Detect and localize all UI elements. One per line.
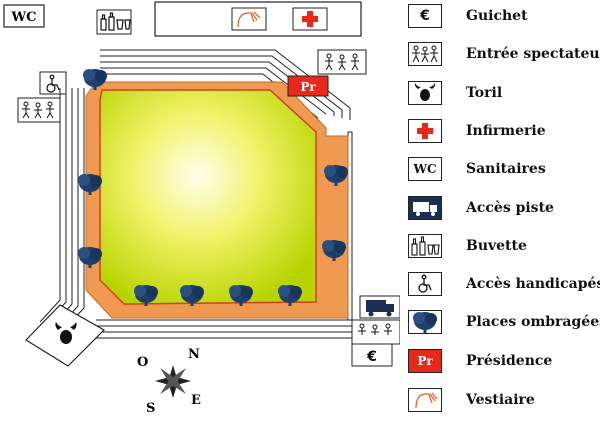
legend-item-infirmerie: Infirmerie	[408, 119, 600, 145]
service-building	[154, 1, 362, 37]
wheelchair-icon	[408, 272, 442, 296]
track-access	[359, 295, 400, 319]
compass-north: N	[188, 347, 200, 362]
spectator-entrance-se	[351, 319, 400, 345]
euro-icon: €	[408, 4, 442, 28]
ticket-office: €	[351, 343, 393, 367]
spectators-icon	[325, 53, 359, 71]
truck-icon	[408, 196, 442, 220]
compass-rose: N O E S	[137, 347, 201, 416]
spectator-entrance-ne	[317, 49, 367, 75]
presidence-box: Pr	[287, 75, 329, 97]
bull-head-icon	[408, 81, 442, 105]
arena-ground	[99, 89, 317, 305]
map-legend: € Guichet Entrée spectateur Toril Infirm…	[400, 0, 600, 422]
legend-item-presidence: Pr Présidence	[408, 349, 600, 375]
legend-label: Vestiaire	[466, 392, 535, 408]
bottles-icon	[408, 234, 442, 258]
legend-item-acces-handicapes: Accès handicapés	[408, 272, 600, 298]
buvette-marker	[96, 9, 132, 35]
legend-item-entree-spectateur: Entrée spectateur	[408, 42, 600, 68]
shower-icon	[408, 388, 442, 412]
spectators-icon	[408, 42, 442, 66]
legend-item-toril: Toril	[408, 81, 600, 107]
legend-item-guichet: € Guichet	[408, 4, 600, 30]
legend-label: Entrée spectateur	[466, 46, 600, 62]
presidence-icon: Pr	[408, 349, 442, 373]
legend-label: Sanitaires	[466, 161, 546, 177]
legend-label: Places ombragées	[466, 314, 600, 330]
presidence-label: Pr	[300, 80, 316, 94]
legend-item-sanitaires: WC Sanitaires	[408, 157, 600, 183]
legend-item-vestiaire: Vestiaire	[408, 388, 600, 414]
red-cross-icon	[408, 119, 442, 143]
legend-label: Guichet	[466, 8, 528, 24]
wc-building: WC	[3, 4, 45, 28]
wheelchair-icon	[46, 74, 60, 93]
bull-head-icon	[55, 322, 77, 344]
red-cross-icon	[302, 11, 318, 27]
legend-label: Présidence	[466, 353, 553, 369]
arena-map: WC	[3, 1, 400, 416]
compass-south: S	[146, 401, 155, 416]
shower-icon	[237, 11, 261, 28]
compass-east: E	[191, 393, 201, 408]
toril	[25, 304, 105, 367]
accessibility-entrance	[39, 71, 67, 95]
legend-item-acces-piste: Accès piste	[408, 196, 600, 222]
legend-label: Buvette	[466, 238, 527, 254]
legend-label: Accès handicapés	[466, 276, 600, 292]
wc-label: WC	[11, 10, 37, 25]
truck-icon	[366, 300, 394, 317]
wc-icon: WC	[408, 157, 442, 181]
compass-west: O	[137, 355, 148, 370]
tree-icon	[408, 310, 442, 334]
legend-item-buvette: Buvette	[408, 234, 600, 260]
legend-label: Toril	[466, 85, 503, 101]
legend-item-places-ombragees: Places ombragées	[408, 310, 600, 336]
bottles-icon	[100, 12, 131, 31]
legend-label: Infirmerie	[466, 123, 546, 139]
euro-icon: €	[366, 349, 377, 365]
spectator-entrance-w	[17, 97, 61, 123]
legend-label: Accès piste	[466, 200, 554, 216]
